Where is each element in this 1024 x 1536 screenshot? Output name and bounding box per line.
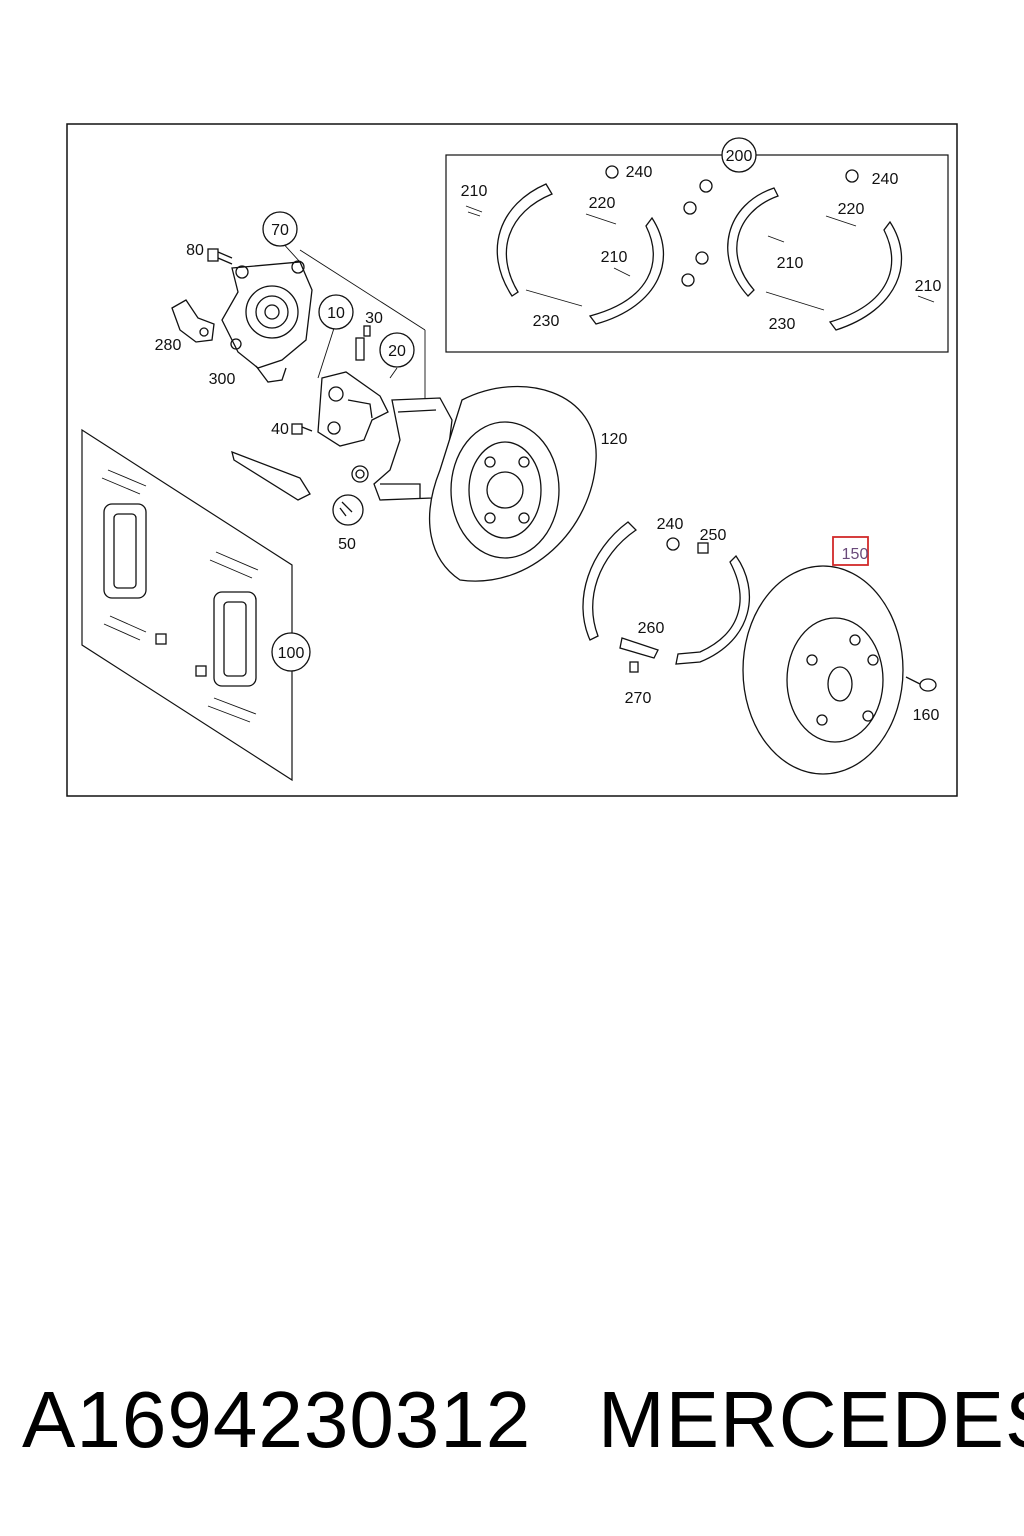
splash-shield — [428, 386, 597, 582]
parking-shoe-left — [582, 521, 638, 641]
brake-pad-inner — [103, 503, 147, 599]
kit-springs — [465, 205, 935, 311]
label-260: 260 — [638, 620, 665, 637]
grease-tube-50 — [231, 450, 364, 526]
label-210-b: 210 — [601, 249, 628, 266]
label-240-a: 240 — [626, 164, 653, 181]
label-10: 10 — [327, 305, 345, 322]
label-30: 30 — [365, 310, 383, 327]
label-230-a: 230 — [533, 313, 560, 330]
label-300: 300 — [209, 371, 236, 388]
pad-kit-box — [81, 428, 293, 782]
callout-circles — [262, 137, 757, 672]
bleeder-valve-30 — [355, 325, 371, 361]
sleeve-250 — [697, 542, 709, 554]
pad-clips — [101, 469, 259, 723]
label-200: 200 — [726, 148, 753, 165]
label-250: 250 — [700, 527, 727, 544]
adjuster-260 — [619, 637, 659, 673]
label-20: 20 — [388, 343, 406, 360]
bolt-80 — [207, 248, 233, 265]
label-240-c: 240 — [657, 516, 684, 533]
diagram-frame — [66, 123, 958, 797]
caliper-carrier — [373, 397, 453, 501]
nut-240 — [666, 537, 680, 551]
label-210-c: 210 — [777, 255, 804, 272]
caliper — [317, 321, 398, 447]
bolt-40 — [291, 423, 313, 435]
label-210-d: 210 — [915, 278, 942, 295]
label-220-a: 220 — [589, 195, 616, 212]
label-210-a: 210 — [461, 183, 488, 200]
part-number: A1694230312 — [22, 1375, 532, 1464]
label-80: 80 — [186, 242, 204, 259]
brake-disc — [742, 565, 904, 775]
label-270: 270 — [625, 690, 652, 707]
label-70: 70 — [271, 222, 289, 239]
label-40: 40 — [271, 421, 289, 438]
label-240-b: 240 — [872, 171, 899, 188]
brand-name: MERCEDES — [598, 1375, 1024, 1464]
kit-pins — [605, 165, 859, 287]
kit-shoe-4 — [828, 220, 903, 331]
shoe-kit-box — [445, 154, 949, 353]
bracket-280 — [171, 299, 215, 343]
brake-parts-diagram: 70 80 10 30 20 280 300 40 50 100 120 150… — [66, 123, 958, 797]
label-150: 150 — [842, 546, 869, 563]
label-220-b: 220 — [838, 201, 865, 218]
kit-shoe-1 — [496, 183, 553, 297]
label-50: 50 — [338, 536, 356, 553]
seal-cap — [351, 465, 369, 483]
kit-shoe-2 — [588, 216, 665, 325]
kit-shoe-3 — [727, 187, 779, 297]
label-280: 280 — [155, 337, 182, 354]
footer: A1694230312 MERCEDES — [0, 1370, 1024, 1470]
highlight-box-150 — [832, 536, 869, 566]
screw-160 — [905, 676, 937, 692]
label-230-b: 230 — [769, 316, 796, 333]
label-120: 120 — [601, 431, 628, 448]
wheel-carrier — [221, 239, 426, 420]
brake-pad-outer — [213, 591, 257, 687]
parking-shoe-right — [675, 554, 751, 665]
label-160: 160 — [913, 707, 940, 724]
label-100: 100 — [278, 645, 305, 662]
